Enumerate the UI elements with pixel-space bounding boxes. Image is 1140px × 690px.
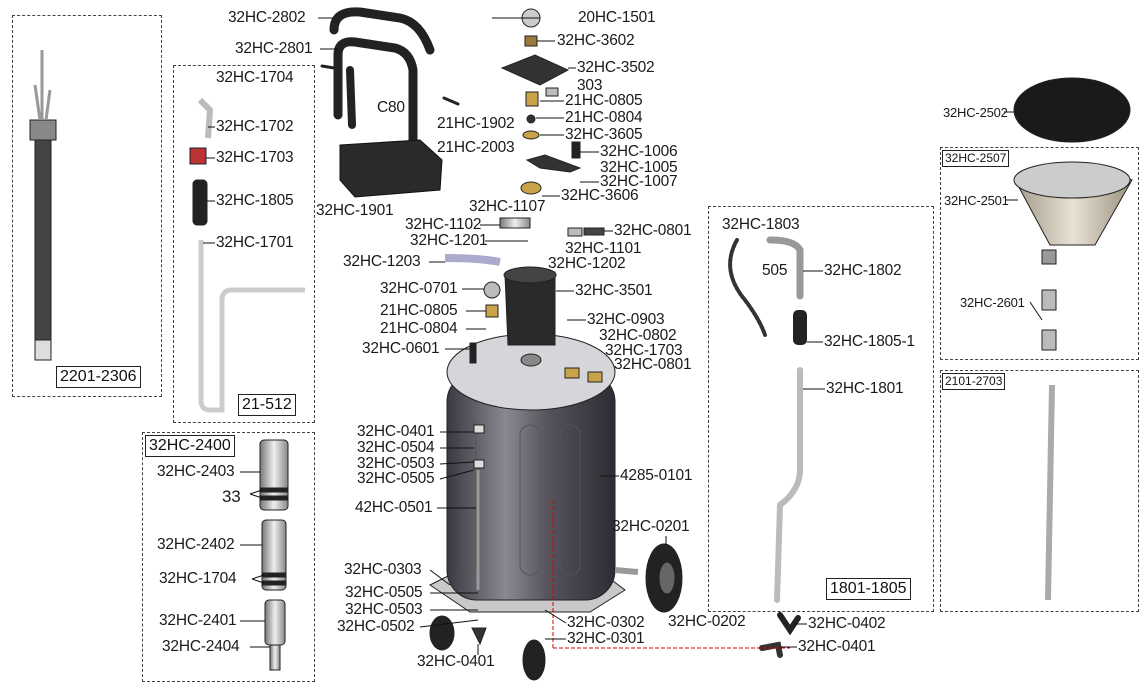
part-label: 32HC-0402 [808, 615, 886, 632]
tray-1901 [339, 139, 443, 198]
part-label: 20HC-1501 [578, 9, 656, 26]
part-label: 32HC-0903 [587, 311, 665, 328]
part-label: 32HC-1201 [410, 232, 488, 249]
group-2101-2703: 2101-2703 [940, 370, 1139, 612]
part-label: 32HC-1107 [469, 198, 546, 215]
part-label: 32HC-1701 [216, 234, 294, 251]
part-label: 32HC-2401 [159, 612, 237, 629]
part-label: 32HC-2502 [943, 105, 1008, 120]
part-label: 32HC-0505 [357, 470, 435, 487]
part-label: 32HC-1703 [605, 342, 683, 359]
part-label: 32HC-1102 [405, 216, 482, 233]
part-label: 32HC-1703 [216, 149, 294, 166]
part-label: 33 [222, 487, 241, 506]
tank-assembly [429, 217, 683, 681]
part-label: 21HC-0804 [380, 320, 458, 337]
part-label: 32HC-0303 [344, 561, 422, 578]
part-label: 32HC-0401 [798, 638, 876, 655]
group-label: 1801-1805 [826, 578, 911, 600]
part-label: 32HC-0503 [345, 601, 423, 618]
part-label: 32HC-0202 [668, 613, 746, 630]
part-label: 32HC-0802 [599, 327, 677, 344]
part-label: 32HC-0701 [380, 280, 458, 297]
part-label: 21HC-0805 [380, 302, 458, 319]
group-label: 2201-2306 [56, 366, 141, 388]
part-label: 32HC-0401 [417, 653, 495, 670]
part-label: 32HC-3501 [575, 282, 653, 299]
part-label: 32HC-0504 [357, 439, 435, 456]
part-label: 32HC-1202 [548, 255, 626, 272]
group-32HC-2400: 32HC-2400 [142, 432, 315, 682]
part-label: 32HC-0801 [614, 356, 692, 373]
group-label: 21-512 [238, 394, 296, 416]
part-label: 303 [577, 77, 603, 94]
part-label: 42HC-0501 [355, 499, 433, 516]
part-label: 21HC-2003 [437, 139, 515, 156]
part-label: 32HC-0503 [357, 455, 435, 472]
group-label: 2101-2703 [942, 373, 1006, 390]
part-label: 32HC-2402 [157, 536, 235, 553]
part-label: 32HC-1801 [826, 380, 904, 397]
part-label: 32HC-0801 [614, 222, 692, 239]
group-label: 32HC-2400 [145, 435, 235, 457]
part-label: 32HC-2403 [157, 463, 235, 480]
part-label: 4285-0101 [620, 467, 693, 484]
part-label: 32HC-1805 [216, 192, 294, 209]
part-label: 32HC-1702 [216, 118, 294, 135]
part-label: 32HC-1803 [722, 216, 800, 233]
group-1801-1805: 1801-1805 [708, 206, 934, 612]
part-label: 32HC-1005 [600, 159, 678, 176]
part-label: 21HC-0804 [565, 109, 643, 126]
part-label: 32HC-1101 [565, 240, 642, 257]
part-label: 32HC-0401 [357, 423, 435, 440]
group-2201-2306: 2201-2306 [12, 15, 162, 397]
part-label: 32HC-1006 [600, 143, 678, 160]
part-label: 32HC-0301 [567, 630, 645, 647]
part-label: 32HC-0302 [567, 614, 645, 631]
part-label: 32HC-1802 [824, 262, 902, 279]
part-label: 32HC-0601 [362, 340, 440, 357]
part-label: 32HC-1805-1 [824, 333, 915, 350]
part-label: 32HC-1704 [216, 69, 294, 86]
part-label: 32HC-2501 [944, 193, 1009, 208]
part-label: 32HC-0201 [612, 518, 690, 535]
part-label: 32HC-2601 [960, 295, 1025, 310]
part-label: 32HC-2404 [162, 638, 240, 655]
part-label: 32HC-3502 [577, 59, 655, 76]
part-label: 21HC-1902 [437, 115, 515, 132]
handle-assembly [320, 7, 460, 145]
part-label: 32HC-1007 [600, 173, 678, 190]
part-label: 32HC-1901 [316, 202, 394, 219]
part-label: 32HC-0505 [345, 584, 423, 601]
group-32HC-2507: 32HC-2507 [940, 147, 1139, 360]
part-label: 32HC-3606 [561, 187, 639, 204]
group-label: 32HC-2507 [942, 150, 1010, 167]
part-label: 32HC-2801 [235, 40, 313, 57]
group-21-512: 21-512 [173, 65, 315, 423]
part-label: 32HC-1203 [343, 253, 421, 270]
part-label: 21HC-0805 [565, 92, 643, 109]
part-label: 32HC-1704 [159, 570, 237, 587]
part-label: 32HC-2802 [228, 9, 306, 26]
part-label: 32HC-0502 [337, 618, 415, 635]
part-label: 32HC-3602 [557, 32, 635, 49]
part-label: C80 [377, 99, 405, 116]
part-label: 505 [762, 262, 788, 279]
part-label: 32HC-3605 [565, 126, 643, 143]
